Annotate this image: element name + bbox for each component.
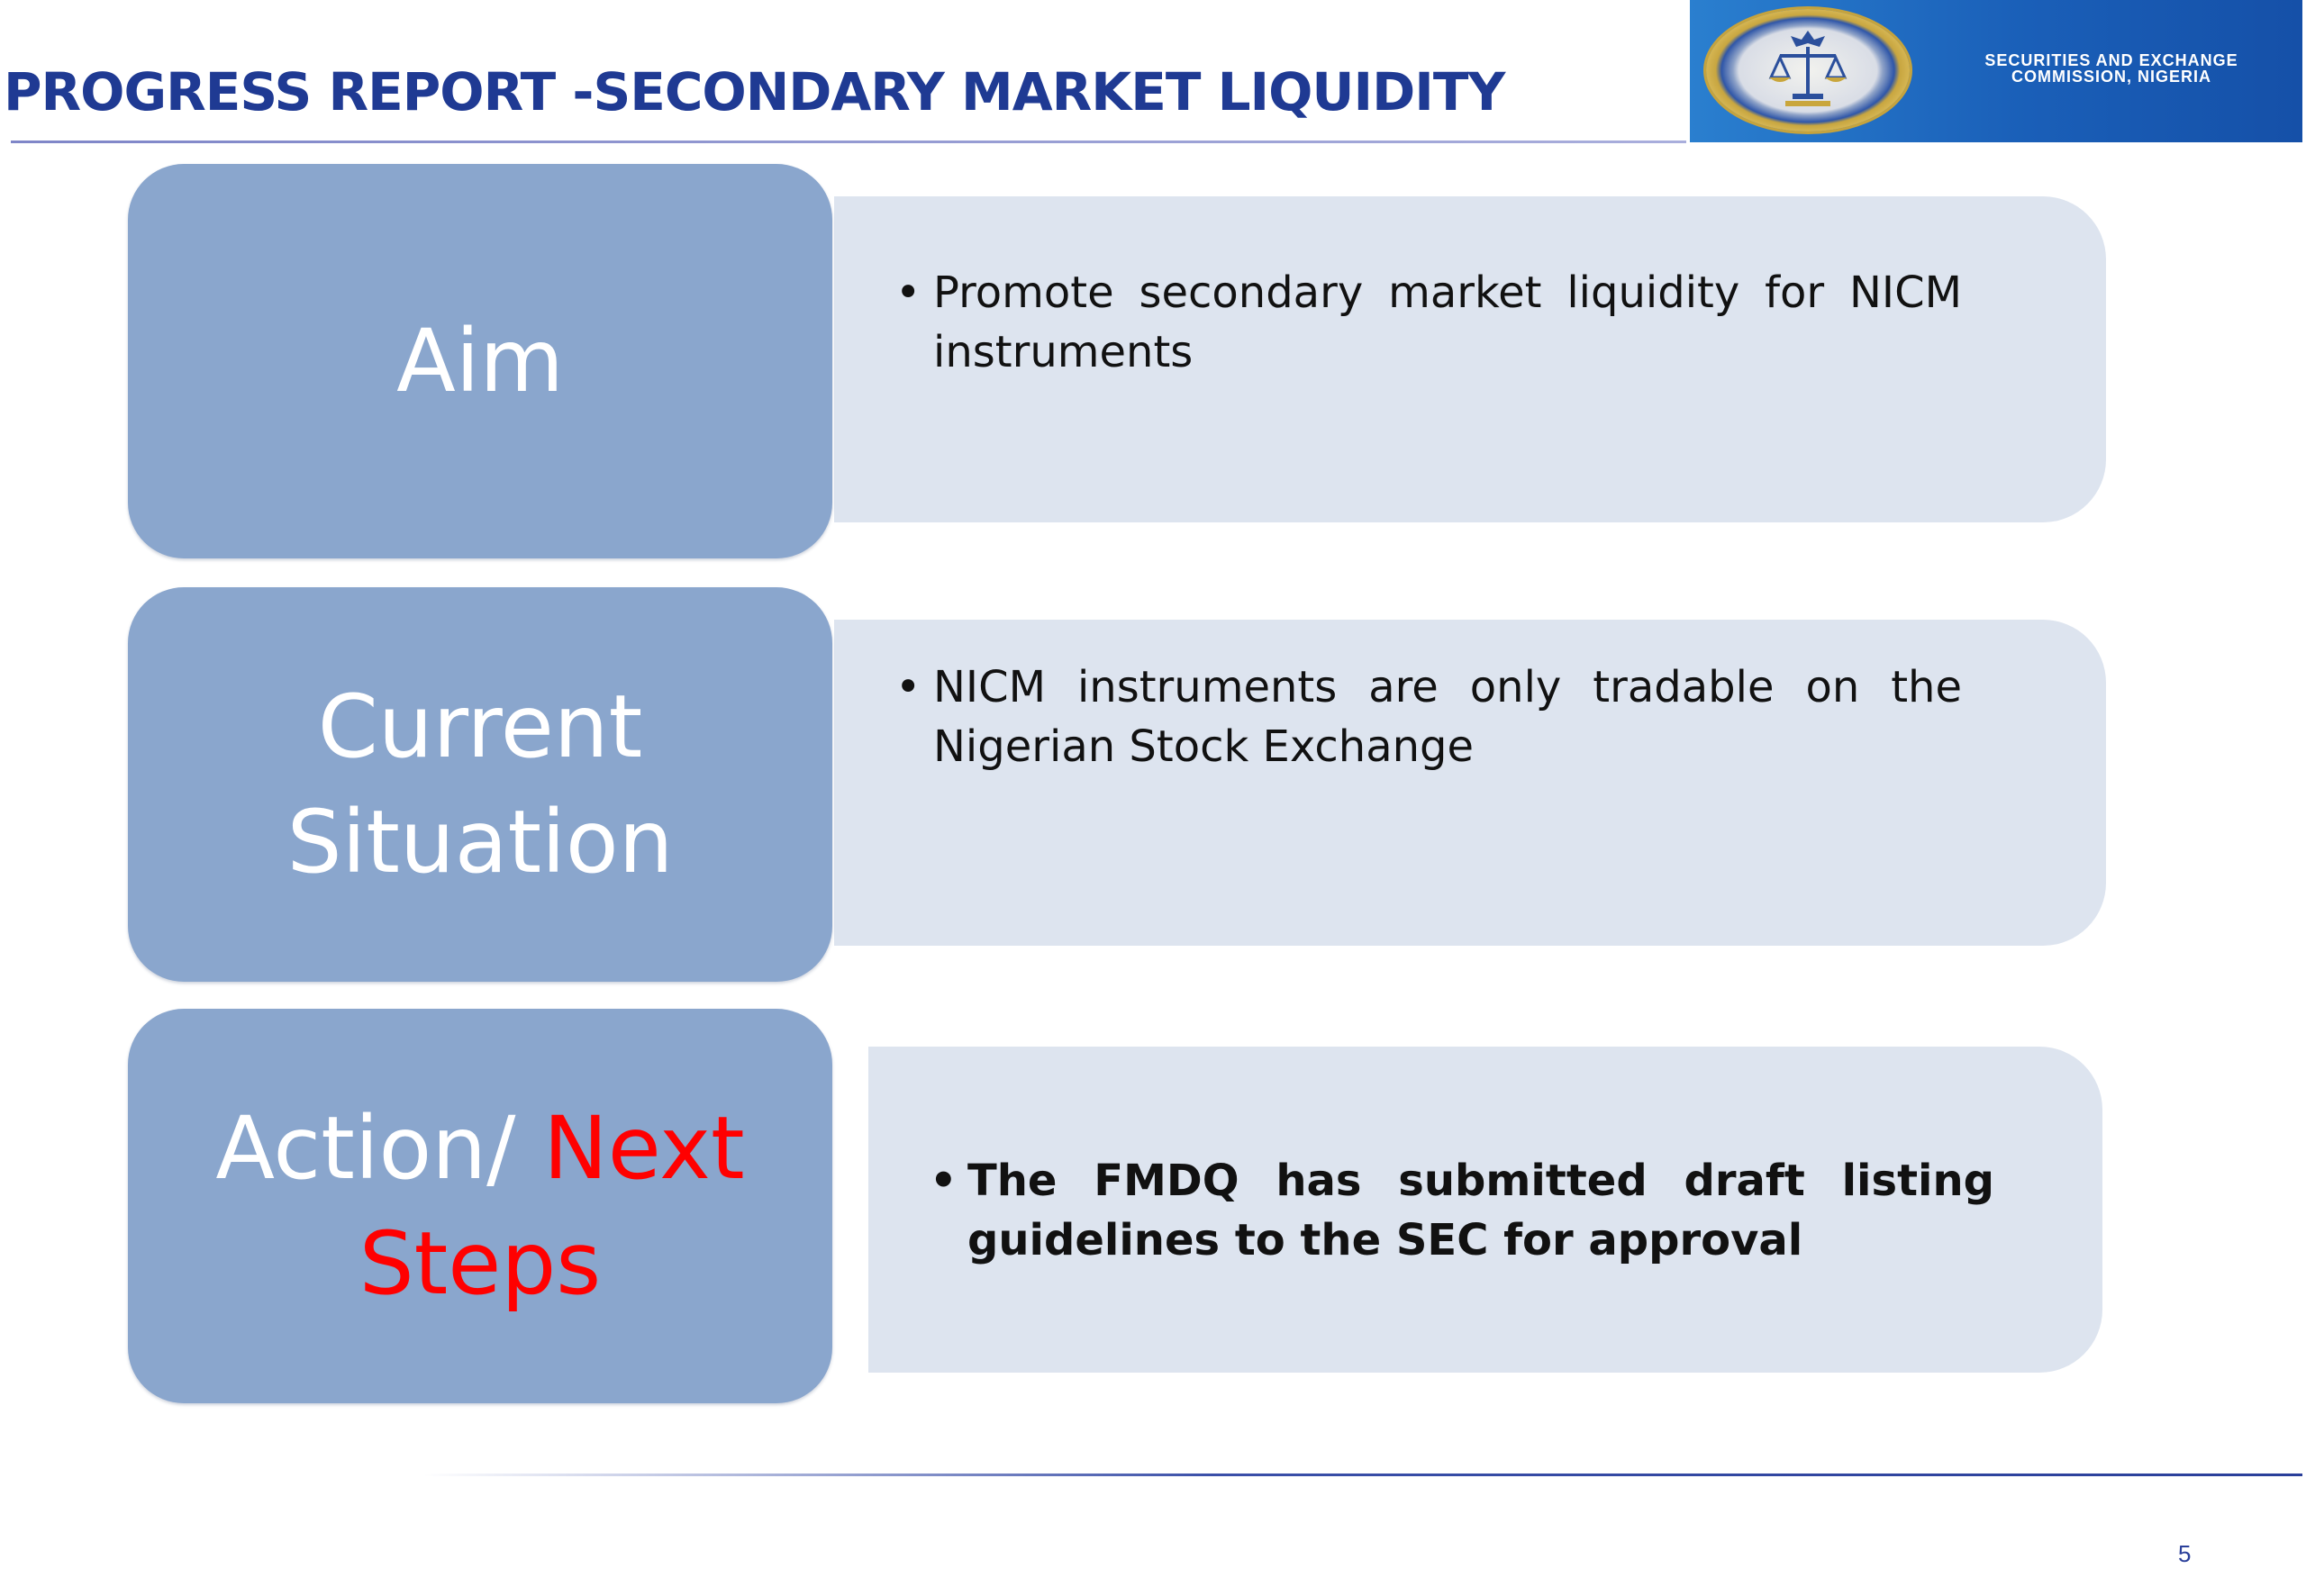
action-next-steps-label-box: Action/ Next Steps: [128, 1009, 832, 1403]
current-situation-bullet-text: NICM instruments are only tradable on th…: [933, 662, 1962, 772]
current-situation-bullet: • NICM instruments are only tradable on …: [895, 657, 1962, 776]
next-label-text: Next: [542, 1098, 745, 1199]
bullet-dot-icon: •: [895, 268, 921, 318]
logo-text-line-2: COMMISSION, NIGERIA: [2011, 68, 2211, 86]
aim-label-box: Aim: [128, 164, 832, 558]
action-next-steps-bullet: • The FMDQ has submitted draft listing g…: [930, 1151, 1994, 1270]
current-situation-panel: • NICM instruments are only tradable on …: [834, 620, 2106, 946]
current-situation-label-line-2: Situation: [286, 792, 674, 893]
title-divider: [11, 141, 1686, 143]
steps-label-text: Steps: [359, 1213, 602, 1314]
page-number: 5: [2178, 1540, 2192, 1567]
sec-logo-banner: SECURITIES AND EXCHANGE COMMISSION, NIGE…: [1690, 0, 2302, 142]
logo-text-line-1: SECURITIES AND EXCHANGE: [1984, 51, 2238, 69]
action-next-steps-label: Action/ Next Steps: [215, 1091, 744, 1321]
aim-label: Aim: [396, 311, 564, 412]
aim-bullet: • Promote secondary market liquidity for…: [895, 263, 1962, 382]
bullet-dot-icon: •: [895, 662, 921, 712]
action-next-steps-label-line-1: Action/ Next: [215, 1091, 744, 1206]
sec-seal-logo: [1706, 9, 1910, 131]
current-situation-label-box: Current Situation: [128, 587, 832, 982]
current-situation-label: Current Situation: [287, 669, 674, 900]
scales-of-justice-icon: [1768, 31, 1848, 106]
action-next-steps-panel: • The FMDQ has submitted draft listing g…: [868, 1047, 2102, 1373]
aim-bullet-text: Promote secondary market liquidity for N…: [933, 268, 1962, 377]
bullet-dot-icon: •: [930, 1156, 958, 1206]
slide-title: PROGRESS REPORT -SECONDARY MARKET LIQUID…: [4, 61, 1505, 122]
action-next-steps-bullet-text: The FMDQ has submitted draft listing gui…: [967, 1156, 1994, 1265]
current-situation-label-line-1: Current: [317, 676, 643, 777]
action-label-text: Action/: [215, 1098, 543, 1199]
footer-divider: [423, 1474, 2302, 1476]
sec-logo-text: SECURITIES AND EXCHANGE COMMISSION, NIGE…: [1922, 52, 2301, 85]
aim-panel: • Promote secondary market liquidity for…: [834, 196, 2106, 522]
